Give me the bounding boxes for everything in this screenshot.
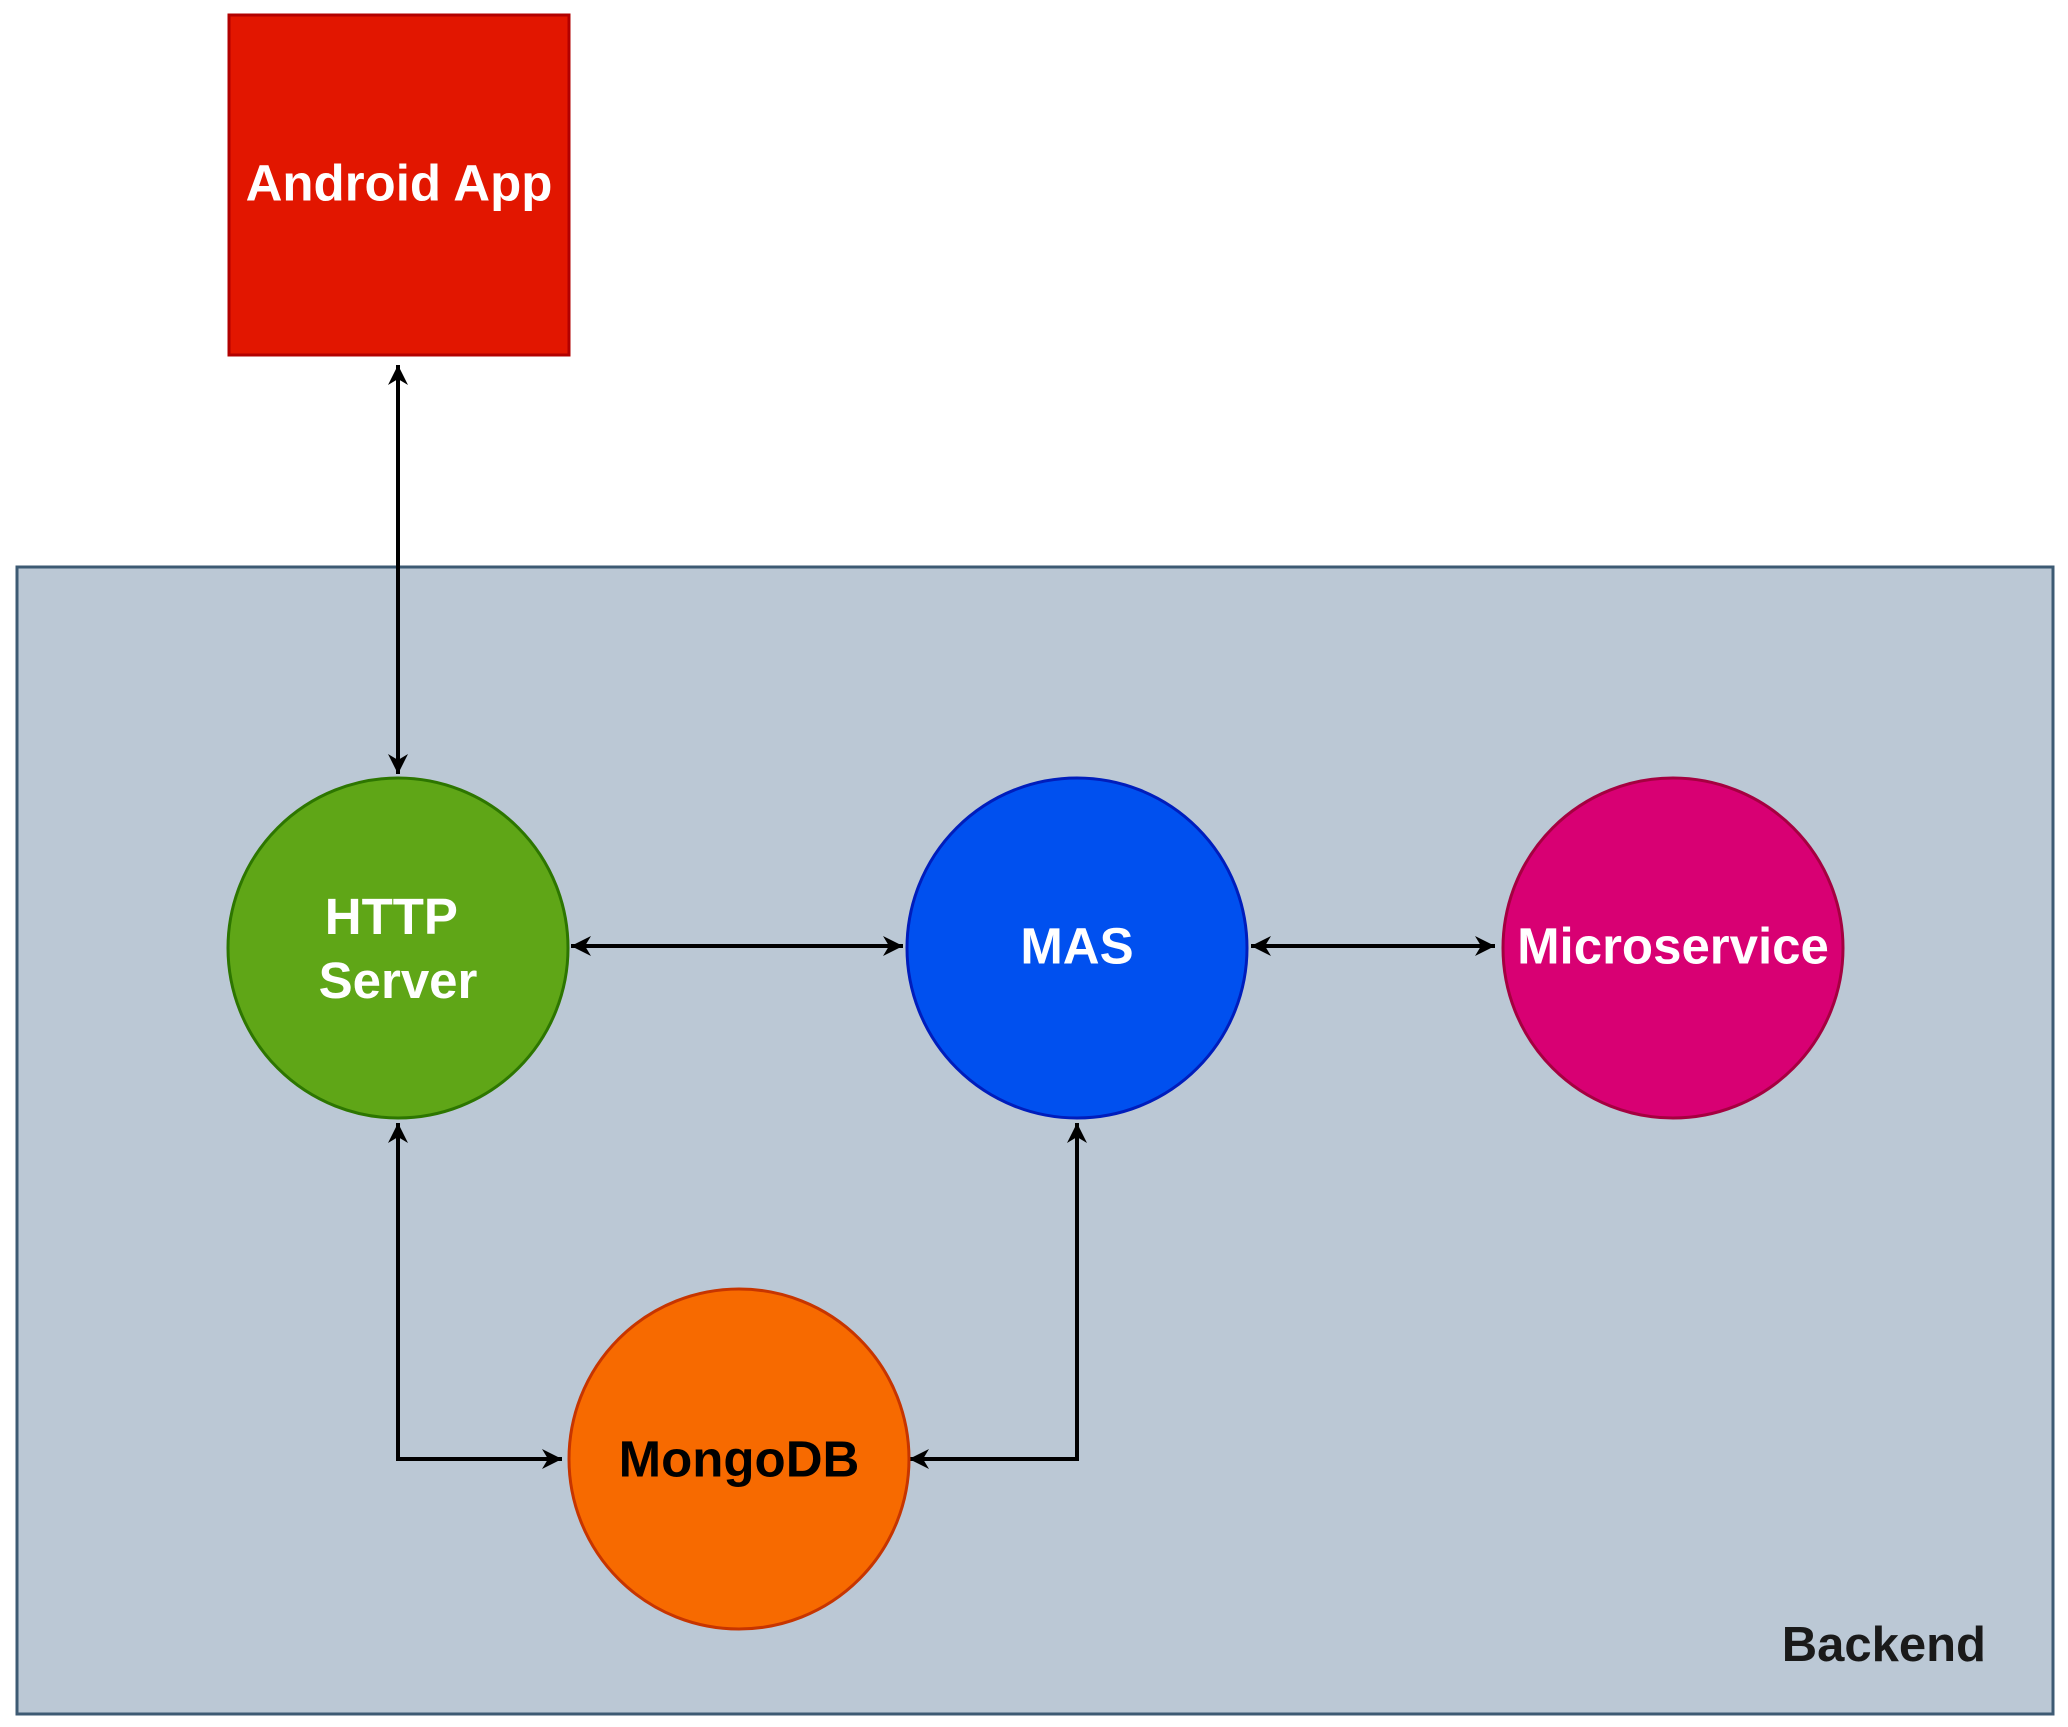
backend-group-box	[15, 565, 2055, 1716]
edge-http-server-mongodb	[388, 1123, 562, 1469]
android-app-label: Android App	[246, 155, 553, 212]
http-server-node[interactable]: HTTP Server	[226, 776, 570, 1120]
mongodb-circle	[567, 1287, 911, 1631]
android-app-box	[227, 13, 571, 357]
http-server-circle	[226, 776, 570, 1120]
backend-group[interactable]: Backend	[15, 565, 2055, 1716]
edges	[388, 365, 1495, 1469]
mas-node[interactable]: MAS	[905, 776, 1249, 1120]
http-server-label-line1: HTTP	[325, 888, 457, 945]
mongodb-label: MongoDB	[619, 1431, 860, 1488]
mas-circle	[905, 776, 1249, 1120]
android-app-node[interactable]: Android App	[227, 13, 571, 357]
microservice-circle	[1501, 776, 1845, 1120]
mongodb-node[interactable]: MongoDB	[567, 1287, 911, 1631]
microservice-node[interactable]: Microservice	[1501, 776, 1845, 1120]
backend-group-label: Backend	[1782, 1618, 1986, 1672]
http-server-label: HTTP Server	[319, 888, 478, 1009]
edge-mas-mongodb	[909, 1123, 1087, 1469]
microservice-label: Microservice	[1517, 918, 1829, 975]
http-server-label-line2: Server	[319, 952, 478, 1009]
mas-label: MAS	[1020, 918, 1133, 975]
